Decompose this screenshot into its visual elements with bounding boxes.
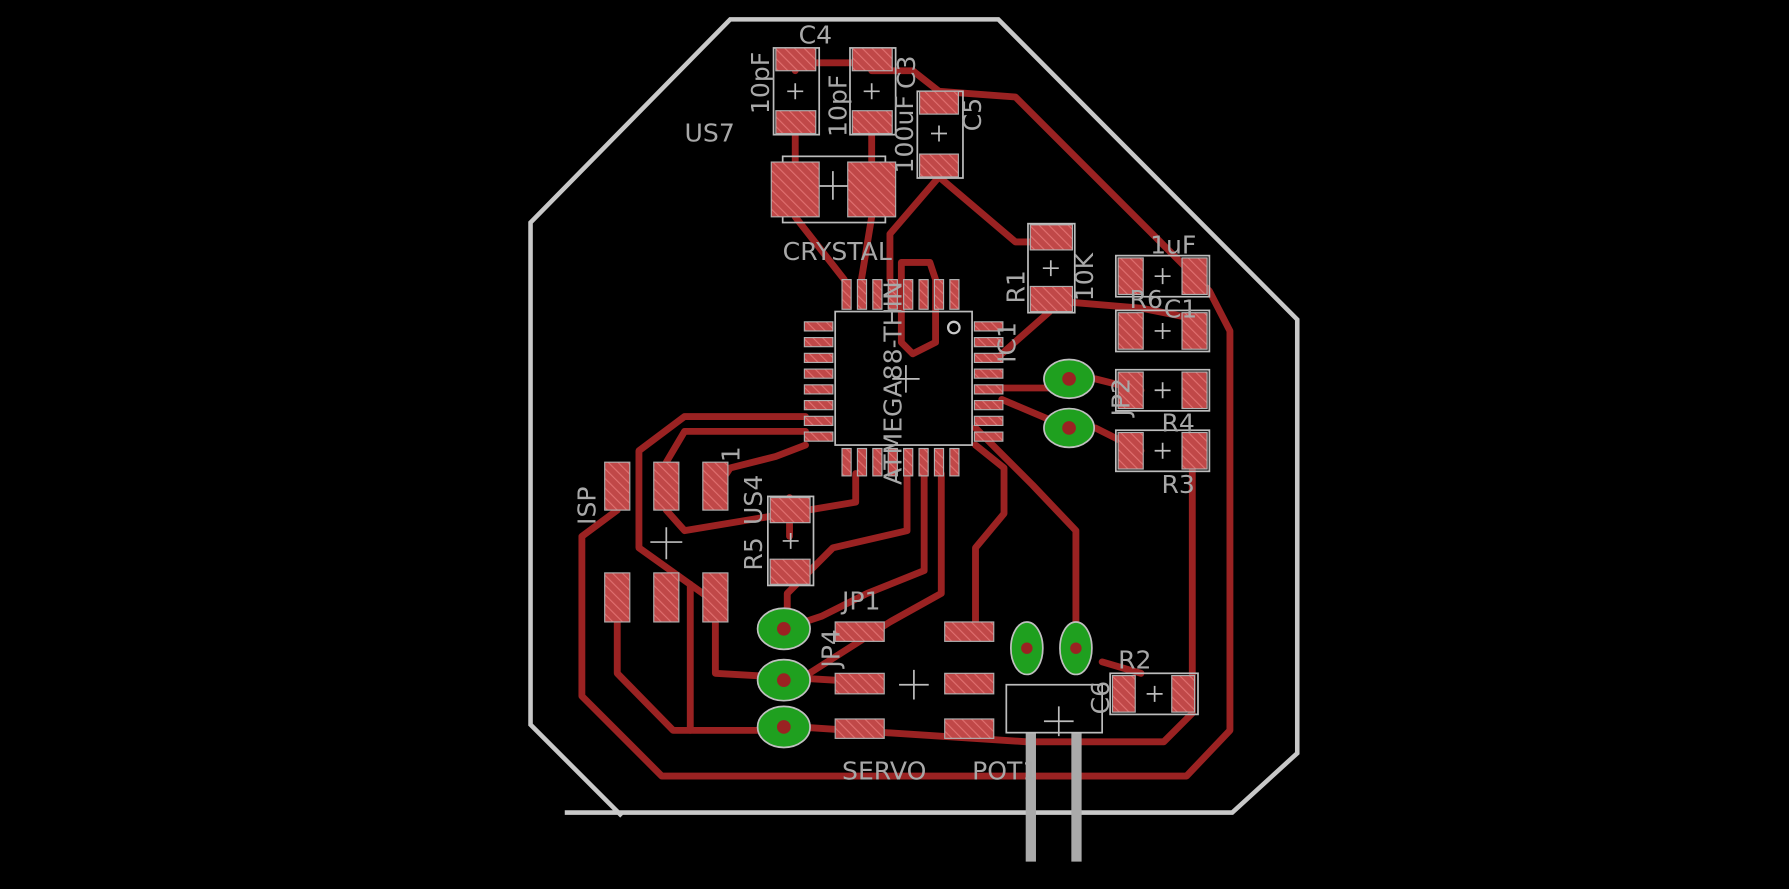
label-c5-value: 100uF: [890, 95, 919, 173]
silkscreen-labels: 10pF C4 10pF C3 100uF C5 US7 CRYSTAL R1 …: [573, 20, 1198, 785]
label-ic1: IC1: [992, 322, 1021, 363]
component-r6[interactable]: [1114, 254, 1211, 298]
label-r4: R4: [1161, 408, 1194, 437]
ic-pin: [973, 352, 1004, 364]
label-r3: R3: [1161, 470, 1194, 499]
label-c1: C1: [1164, 294, 1197, 323]
ic-pin: [903, 279, 914, 310]
ic-pin: [973, 431, 1004, 442]
ic-pin: [949, 447, 960, 477]
label-r2: R2: [1118, 646, 1151, 675]
component-c5[interactable]: [916, 90, 964, 179]
header-jp2[interactable]: [1043, 358, 1096, 449]
ic-pin: [973, 336, 1004, 348]
label-us4: US4: [739, 475, 768, 525]
label-jp2: JP2: [1107, 378, 1136, 419]
ic-pin: [856, 447, 868, 477]
ic-pin: [803, 384, 834, 395]
ic-pin: [973, 384, 1004, 395]
component-pot1[interactable]: [1005, 621, 1104, 862]
ic-pin: [887, 447, 898, 477]
component-c4[interactable]: [772, 47, 821, 136]
label-c6: C6: [1086, 681, 1115, 715]
component-r3[interactable]: [1114, 429, 1211, 473]
label-r1: R1: [1002, 270, 1031, 303]
label-r6: R6: [1130, 285, 1163, 314]
ic-pin: [872, 447, 883, 477]
label-pot1: POT1: [972, 756, 1038, 785]
ic-pin: [841, 447, 852, 477]
component-r4[interactable]: [1114, 368, 1211, 412]
component-crystal[interactable]: [770, 155, 897, 224]
header-jp4[interactable]: [756, 607, 811, 749]
ic-pin: [918, 279, 929, 310]
ic-pin: [933, 447, 945, 477]
label-ic-name: ATMEGA88-THIN: [878, 281, 907, 485]
ic-pin: [973, 368, 1004, 379]
ic-pin: [803, 321, 834, 332]
ic-pin: [803, 415, 834, 427]
ic-pin: [803, 368, 834, 379]
ic-pin: [973, 321, 1004, 332]
ic-pin: [887, 279, 898, 310]
ic-pin: [933, 279, 945, 310]
ic-pin: [803, 336, 834, 348]
component-c1[interactable]: [1114, 309, 1211, 353]
ic-pin: [841, 279, 852, 310]
ic-pin: [856, 279, 868, 310]
ic-pin: [803, 399, 834, 411]
ic-pin: [803, 431, 834, 442]
label-jp1: JP1: [840, 586, 880, 615]
label-r5: R5: [739, 537, 768, 570]
label-c4: C4: [799, 20, 832, 49]
ic-pin: [918, 447, 929, 477]
ic-pin: [973, 399, 1004, 411]
header-isp[interactable]: [604, 461, 729, 623]
ic-pin: [903, 447, 914, 477]
label-c5: C5: [958, 98, 987, 132]
component-r5[interactable]: [766, 495, 815, 587]
label-servo: SERVO: [842, 756, 926, 785]
label-isp: ISP: [573, 486, 602, 524]
component-ic1[interactable]: [803, 279, 1004, 477]
label-c3-value: 10pF: [824, 75, 853, 137]
component-r1[interactable]: [1027, 222, 1076, 314]
label-pin1: 1: [716, 446, 745, 462]
label-jp4: JP4: [817, 629, 846, 670]
label-crystal: CRYSTAL: [783, 237, 892, 266]
ic-pin: [973, 415, 1004, 427]
ic-pin: [803, 352, 834, 364]
label-c3: C3: [892, 56, 921, 90]
board-outline: [528, 17, 1300, 818]
component-r2[interactable]: [1109, 672, 1199, 716]
connector-servo-jp1[interactable]: [834, 621, 995, 739]
label-c1-value: 1uF: [1150, 230, 1196, 259]
ic-pin: [949, 279, 960, 310]
label-us7: US7: [685, 119, 735, 148]
label-c4-value: 10pF: [746, 52, 775, 114]
label-r1-value: 10K: [1070, 252, 1099, 301]
copper-traces: [578, 59, 1234, 780]
component-c3[interactable]: [849, 47, 897, 136]
ic-pin: [872, 279, 883, 310]
